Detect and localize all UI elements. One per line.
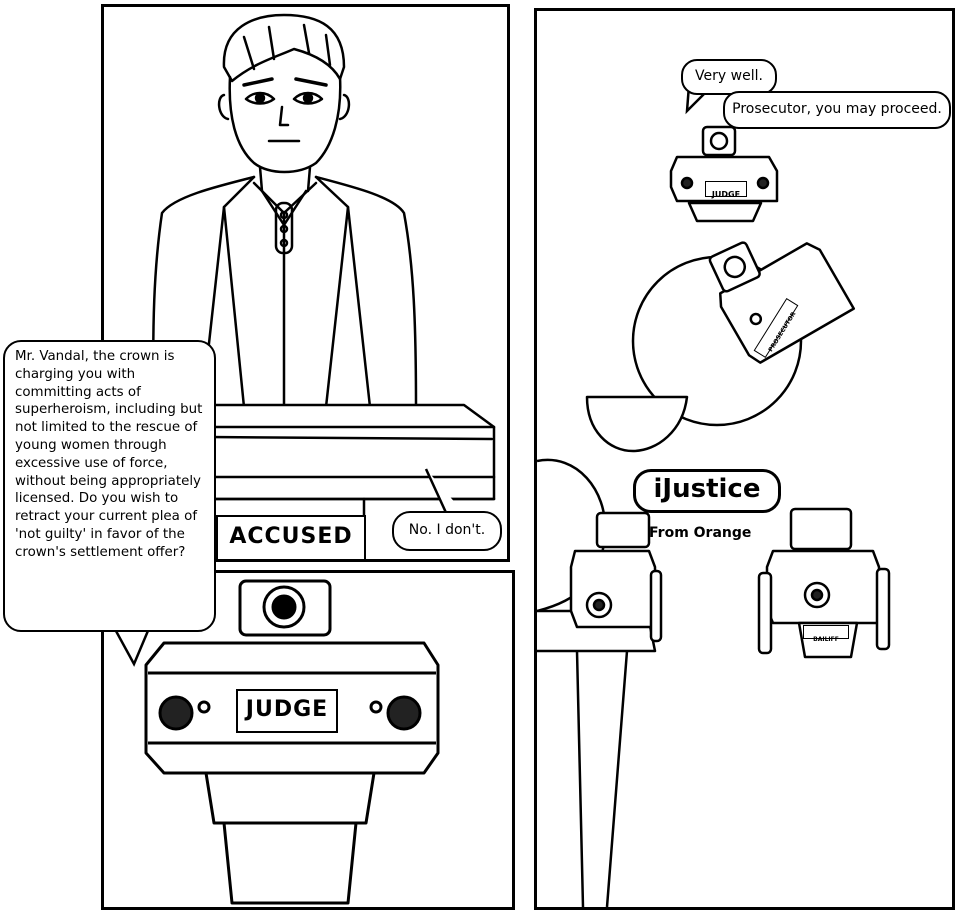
- judge-speech-text: Mr. Vandal, the crown is charging you wi…: [15, 349, 203, 560]
- court-judge-nameplate: JUDGE: [705, 181, 747, 199]
- ijustice-tagline: From Orange: [649, 525, 752, 541]
- judge-closeup-nameplate: JUDGE: [236, 689, 338, 733]
- bailiff-nameplate: BAILIFF: [803, 625, 849, 643]
- accused-nameplate-label: ACCUSED: [229, 524, 353, 549]
- speech-very-well-text: Very well.: [695, 68, 763, 84]
- courtroom-robots-illustration: [537, 125, 891, 907]
- speech-prosecutor-proceed-text: Prosecutor, you may proceed.: [732, 101, 942, 117]
- speech-bubble-very-well: Very well.: [681, 59, 777, 95]
- ijustice-logo-text: iJustice: [653, 474, 761, 504]
- accused-man-illustration: [152, 13, 496, 559]
- judge-closeup-nameplate-label: JUDGE: [245, 697, 329, 722]
- panel-court-wide: JUDGE PROSECUTOR BAILIFF iJustice From O…: [534, 8, 955, 910]
- bailiff-nameplate-label: BAILIFF: [813, 636, 839, 643]
- accused-nameplate: ACCUSED: [216, 515, 366, 559]
- court-speech-tails: [685, 84, 708, 115]
- accused-reply-text: No. I don't.: [408, 522, 486, 538]
- court-judge-nameplate-label: JUDGE: [711, 190, 741, 199]
- judge-speech-bubble: Mr. Vandal, the crown is charging you wi…: [3, 340, 216, 632]
- ijustice-logo: iJustice: [633, 469, 781, 513]
- speech-bubble-prosecutor-proceed: Prosecutor, you may proceed.: [723, 91, 951, 129]
- accused-reply-bubble: No. I don't.: [392, 511, 502, 551]
